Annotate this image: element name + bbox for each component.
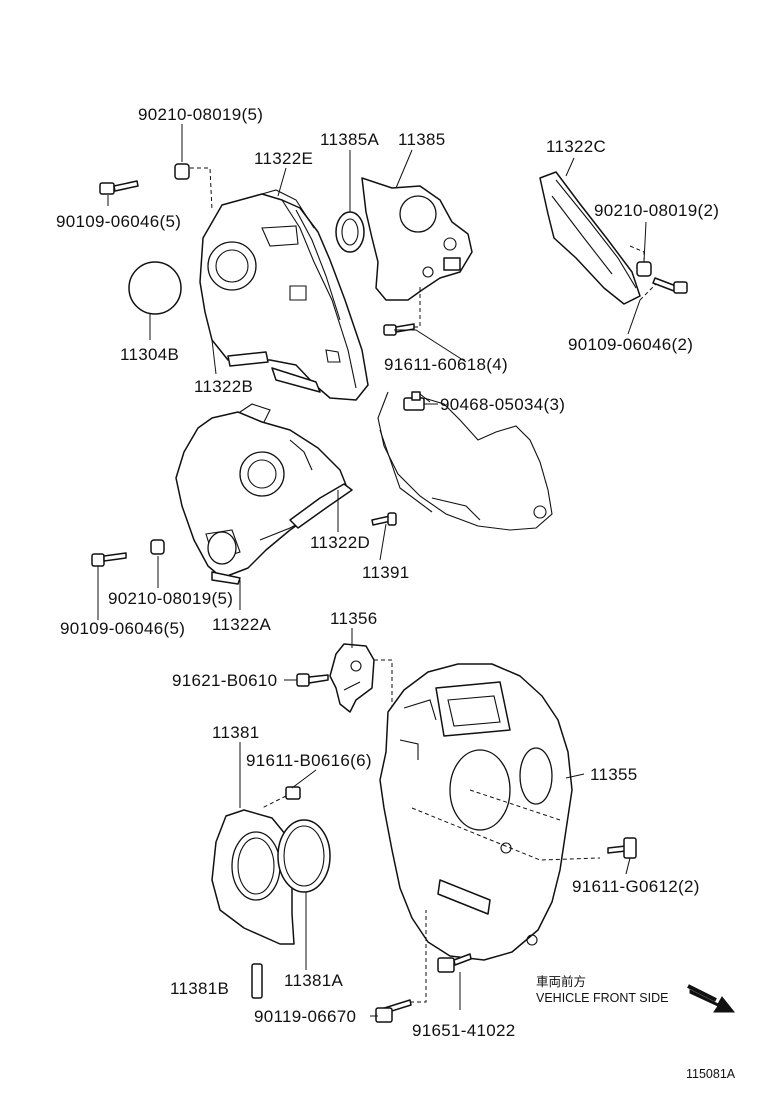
label-90109-06046-5-top: 90109-06046(5) xyxy=(56,212,181,231)
label-91611-60618-4: 91611-60618(4) xyxy=(384,355,508,374)
label-11391: 11391 xyxy=(362,563,410,582)
lower-timing-cover-11322B xyxy=(175,403,349,585)
label-90119-06670: 90119-06670 xyxy=(254,1007,356,1026)
diagram-id: 115081A xyxy=(686,1067,736,1081)
label-90210-08019-5-bottom: 90210-08019(5) xyxy=(108,589,233,608)
timing-plate-11385 xyxy=(361,177,473,301)
label-11381: 11381 xyxy=(212,723,260,742)
cap-11304B xyxy=(128,261,182,315)
label-11322B: 11322B xyxy=(194,377,253,396)
nut-90210-08019-right xyxy=(629,245,652,277)
bolt-91611-G0612 xyxy=(607,837,637,859)
label-11322A: 11322A xyxy=(212,615,272,634)
label-11381A: 11381A xyxy=(284,971,344,990)
label-90210-08019-2: 90210-08019(2) xyxy=(594,201,719,220)
bracket-11356 xyxy=(329,643,393,744)
arrow-down-right-icon xyxy=(687,984,736,1013)
label-11385: 11385 xyxy=(398,130,446,149)
leader-lines xyxy=(97,124,647,1017)
oil-seal-11385A xyxy=(335,211,365,253)
cover-11322C xyxy=(539,171,641,305)
pin-11381B xyxy=(251,963,263,999)
oil-seal-11381A xyxy=(277,819,331,893)
vehicle-front-label-jp: 車両前方 xyxy=(536,974,586,989)
label-11304B: 11304B xyxy=(120,345,179,364)
bolt-90109-06046-right xyxy=(639,277,688,301)
bolt-11391 xyxy=(371,512,397,526)
label-90109-06046-5-bottom: 90109-06046(5) xyxy=(60,619,185,638)
upper-timing-cover-11322E xyxy=(199,189,369,401)
nut-90210-08019-top xyxy=(174,163,213,211)
clip-90468-05034 xyxy=(403,391,425,411)
bolt-90109-06046-top xyxy=(99,180,139,195)
engine-block-outline xyxy=(377,391,553,531)
bolt-91621-B0610 xyxy=(296,673,329,687)
label-11322C: 11322C xyxy=(546,137,606,156)
label-91621-B0610: 91621-B0610 xyxy=(172,671,277,690)
label-91611-G0612-2: 91611-G0612(2) xyxy=(572,877,700,896)
nut-90210-08019-lower xyxy=(150,539,165,555)
end-plate-11355 xyxy=(379,663,601,961)
label-11355: 11355 xyxy=(590,765,638,784)
label-11322D: 11322D xyxy=(310,533,370,552)
vehicle-front-label-en: VEHICLE FRONT SIDE xyxy=(536,991,668,1005)
bolt-90119-06670 xyxy=(375,910,427,1023)
label-11356: 11356 xyxy=(330,609,378,628)
label-90109-06046-2: 90109-06046(2) xyxy=(568,335,693,354)
bolt-91611-B0616 xyxy=(261,786,301,809)
bolt-90109-06046-lower xyxy=(91,552,127,567)
label-11385A: 11385A xyxy=(320,130,380,149)
label-11381B: 11381B xyxy=(170,979,229,998)
bolt-91651-41022 xyxy=(437,953,472,973)
label-91651-41022: 91651-41022 xyxy=(412,1021,516,1040)
retainer-11381 xyxy=(211,809,295,945)
label-90468-05034-3: 90468-05034(3) xyxy=(440,395,565,414)
label-11322E: 11322E xyxy=(254,149,313,168)
cover-11322D xyxy=(289,483,353,529)
label-91611-B0616-6: 91611-B0616(6) xyxy=(246,751,372,770)
label-90210-08019-5-top: 90210-08019(5) xyxy=(138,105,263,124)
